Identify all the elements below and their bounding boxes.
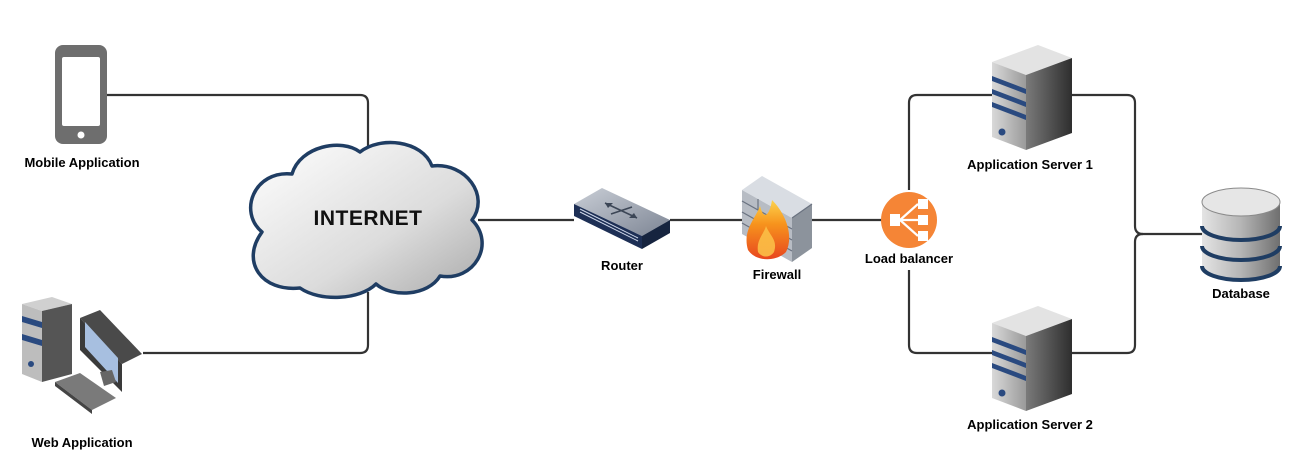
connectors xyxy=(106,93,1202,355)
router-icon xyxy=(574,188,670,249)
web-application-label: Web Application xyxy=(31,435,133,450)
load-balancer-icon xyxy=(881,192,937,248)
connector-loadbalancer-server2 xyxy=(907,270,992,355)
database-icon xyxy=(1200,187,1282,282)
server-icon xyxy=(992,306,1072,411)
firewall-icon xyxy=(741,176,813,262)
cloud-icon xyxy=(249,140,484,299)
connector-mobile-internet xyxy=(106,93,370,148)
database-label: Database xyxy=(1212,286,1270,301)
connector-web-internet xyxy=(143,292,370,355)
mobile-phone-icon xyxy=(55,45,107,144)
firewall-label: Firewall xyxy=(752,267,802,282)
desktop-computer-icon xyxy=(22,297,142,414)
internet-label: INTERNET xyxy=(313,207,423,230)
connector-loadbalancer-server1 xyxy=(907,93,992,190)
load-balancer-label: Load balancer xyxy=(864,251,954,266)
router-label: Router xyxy=(601,258,643,273)
application-server-2-label: Application Server 2 xyxy=(967,417,1093,432)
application-server-1-label: Application Server 1 xyxy=(967,157,1093,172)
connector-server2-database xyxy=(1072,232,1144,355)
server-icon xyxy=(992,45,1072,150)
mobile-application-label: Mobile Application xyxy=(24,155,140,170)
